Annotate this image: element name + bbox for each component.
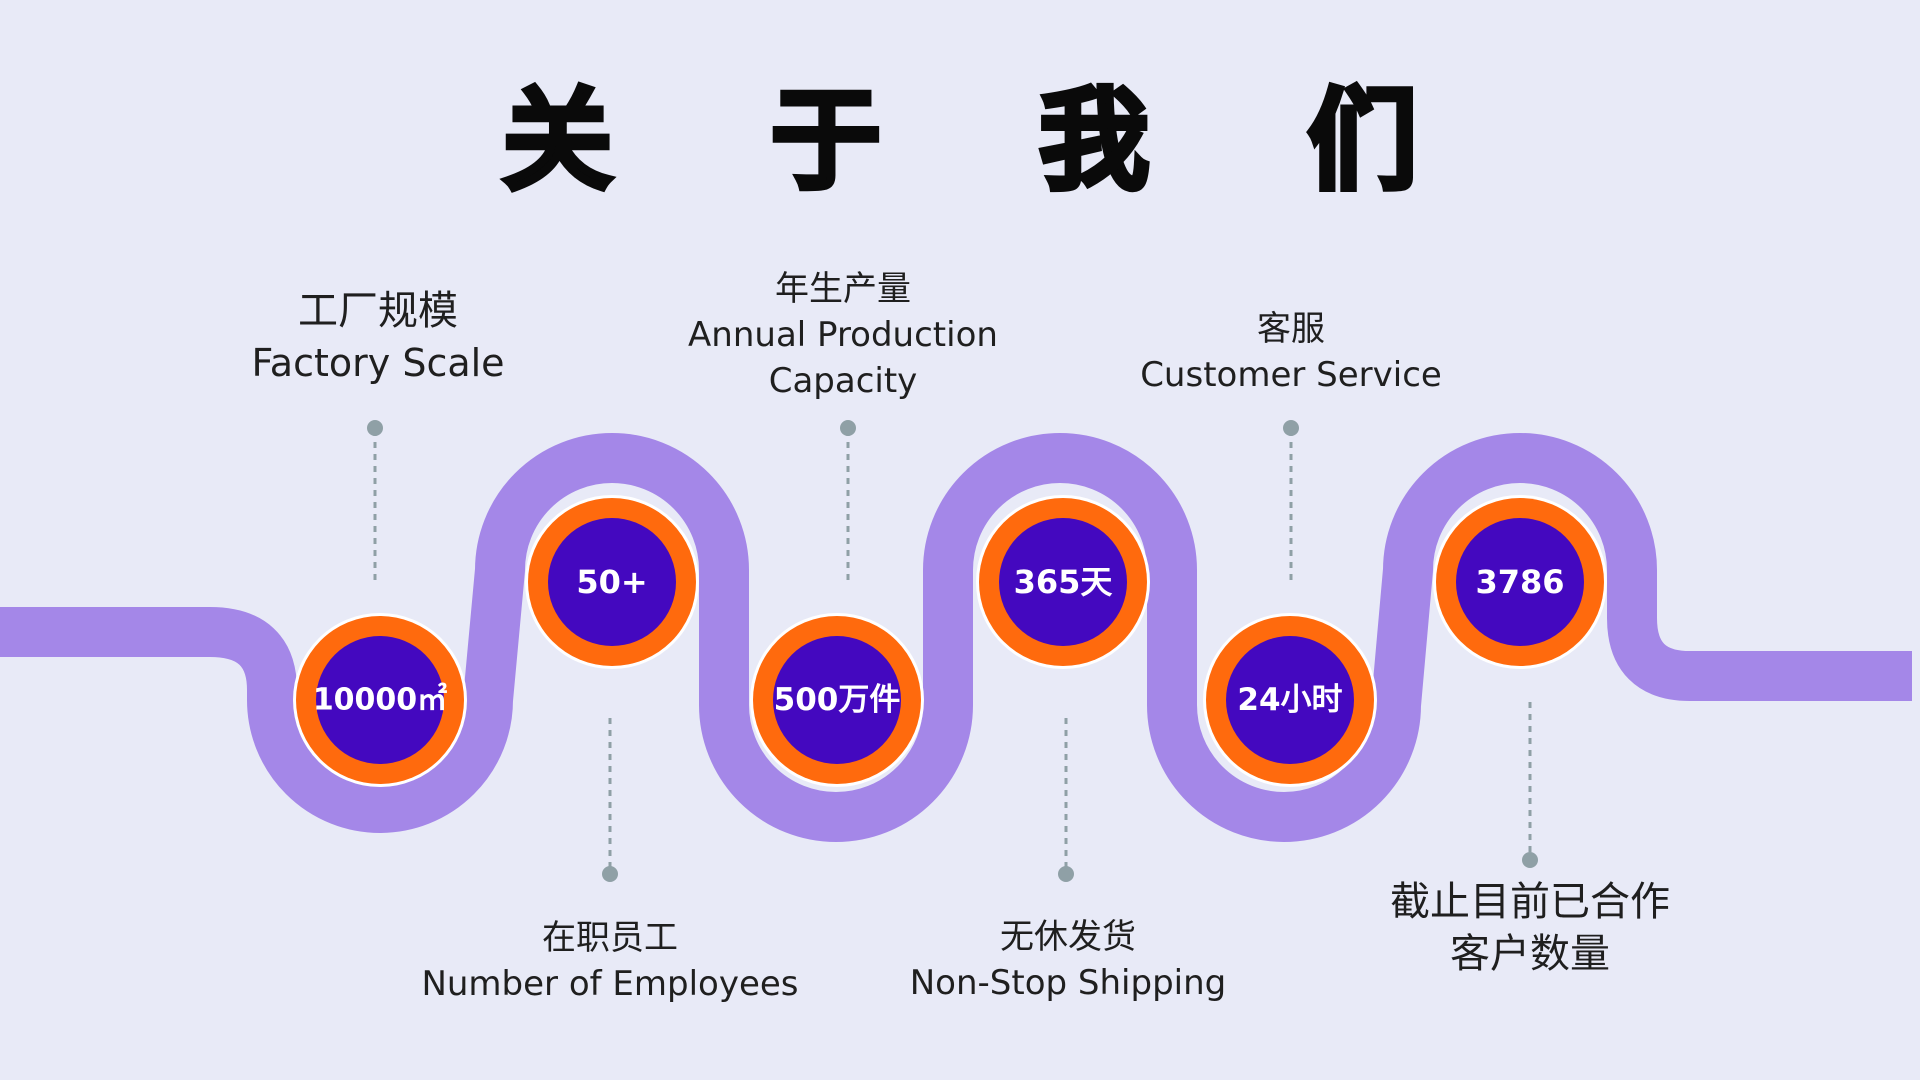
node-3: 500万件 (750, 613, 924, 787)
connector-dot-2 (602, 866, 618, 882)
node-2: 50+ (525, 495, 699, 669)
node-value-3: 500万件 (774, 682, 901, 718)
node-5: 24小时 (1203, 613, 1377, 787)
node-value-2: 50+ (576, 563, 647, 601)
label-en: Customer Service (1140, 355, 1442, 395)
node-value-5: 24小时 (1237, 682, 1342, 718)
label-zh: 无休发货 (1000, 917, 1136, 957)
label-en: Factory Scale (251, 341, 505, 385)
label-en: Non-Stop Shipping (909, 963, 1227, 1003)
node-value-1: 10000㎡ (313, 683, 447, 718)
label-zh: 截止目前已合作客户数量 (1390, 879, 1670, 977)
connectors (367, 420, 1538, 882)
connector-dot-5 (1283, 420, 1299, 436)
label-zh: 工厂规模 (298, 288, 458, 334)
node-6: 3786 (1433, 495, 1607, 669)
connector-dot-3 (840, 420, 856, 436)
label-production: 年生产量 Annual Production Capacity (663, 266, 1023, 404)
node-value-6: 3786 (1475, 563, 1564, 601)
label-employees: 在职员工 Number of Employees (410, 915, 810, 1007)
label-zh: 年生产量 (775, 269, 911, 309)
label-customer-service: 客服 Customer Service (1131, 306, 1451, 398)
node-1: 10000㎡ (293, 613, 467, 787)
page-title: 关 于 我 们 (500, 75, 1478, 208)
wave-path (0, 433, 1912, 842)
label-zh: 在职员工 (542, 918, 678, 958)
connector-dot-6 (1522, 852, 1538, 868)
label-shipping: 无休发货 Non-Stop Shipping (893, 914, 1243, 1006)
connector-dot-1 (367, 420, 383, 436)
connector-dot-4 (1058, 866, 1074, 882)
label-en: Annual Production Capacity (688, 315, 998, 401)
label-cooperating-customers: 截止目前已合作客户数量 (1385, 876, 1675, 980)
label-factory-scale: 工厂规模 Factory Scale (228, 285, 528, 389)
label-en: Number of Employees (421, 964, 799, 1004)
node-4: 365天 (976, 495, 1150, 669)
node-value-4: 365天 (1014, 563, 1113, 601)
label-zh: 客服 (1257, 309, 1325, 349)
